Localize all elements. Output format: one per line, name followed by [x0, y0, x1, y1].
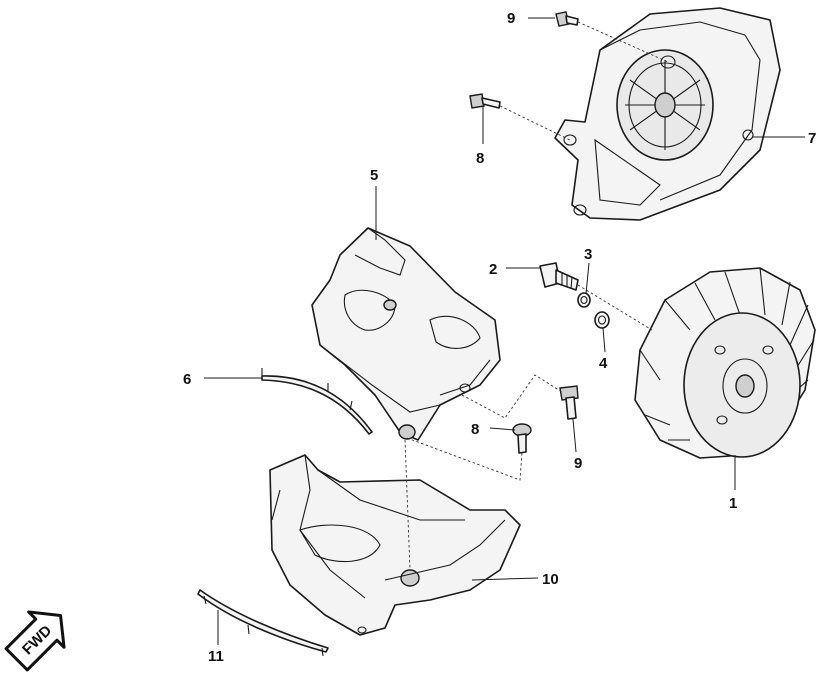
callout-9-top: 9: [507, 10, 515, 27]
callout-3: 3: [584, 246, 592, 263]
callout-6: 6: [183, 371, 191, 388]
washer-part-4: [594, 311, 610, 329]
callout-4: 4: [599, 355, 608, 372]
strip-part-11: [197, 589, 329, 657]
callout-8-middle: 8: [471, 421, 479, 438]
callout-11: 11: [208, 648, 224, 665]
flywheel-part-1: [634, 267, 816, 459]
callout-7: 7: [808, 130, 816, 147]
callout-8-top: 8: [476, 150, 484, 167]
leader-lines: [204, 17, 805, 645]
screw-part-9-top: [555, 11, 579, 27]
ring-part-3: [577, 292, 591, 308]
callout-2: 2: [489, 261, 497, 278]
callout-1: 1: [729, 495, 737, 512]
lower-cover-part-10: [269, 454, 521, 636]
screw-part-8-middle: [512, 423, 532, 454]
cylinder-cover-part-5: [311, 227, 501, 441]
bolt-part-2: [539, 262, 579, 291]
assembly-lines: [404, 21, 669, 571]
callout-9-middle: 9: [574, 455, 582, 472]
strip-part-6: [261, 368, 373, 435]
screw-part-9-middle: [559, 385, 579, 420]
forward-direction-icon: FWD: [4, 610, 66, 672]
callout-5: 5: [370, 167, 378, 184]
screw-part-8-top: [469, 93, 501, 109]
callouts: 9 8 7 5 2 3 4 6 8 9 1 10 11: [183, 10, 816, 665]
fan-housing-part-7: [554, 7, 781, 221]
callout-10: 10: [542, 571, 559, 588]
